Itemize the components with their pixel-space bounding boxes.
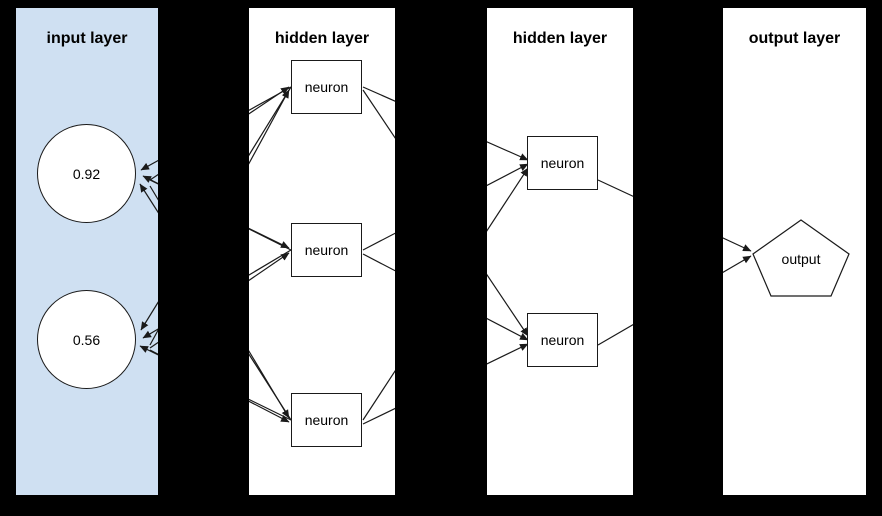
output-node-0-label: output	[781, 251, 821, 267]
output-node-0[interactable]: output	[751, 218, 851, 298]
layer-title-hidden2: hidden layer	[512, 30, 608, 47]
layer-title-hidden1: hidden layer	[274, 30, 370, 47]
hidden1-node-2-label: neuron	[304, 412, 349, 428]
hidden1-node-2[interactable]: neuron	[291, 393, 362, 447]
hidden1-node-1-label: neuron	[304, 242, 349, 258]
pentagon-shape	[752, 219, 850, 297]
layer-panel-input[interactable]: input layer	[16, 8, 158, 495]
hidden1-node-1[interactable]: neuron	[291, 223, 362, 277]
layer-title-input: input layer	[46, 30, 128, 47]
layer-title-output: output layer	[748, 30, 841, 47]
hidden1-node-0-label: neuron	[304, 79, 349, 95]
input-node-1[interactable]: 0.56	[37, 290, 136, 389]
hidden1-node-0[interactable]: neuron	[291, 60, 362, 114]
hidden2-node-0[interactable]: neuron	[527, 136, 598, 190]
input-node-1-label: 0.56	[72, 331, 101, 348]
input-node-0[interactable]: 0.92	[37, 124, 136, 223]
layer-panel-hidden2[interactable]: hidden layer	[487, 8, 633, 495]
input-node-0-label: 0.92	[72, 165, 101, 182]
hidden2-node-1[interactable]: neuron	[527, 313, 598, 367]
hidden2-node-0-label: neuron	[540, 155, 585, 171]
hidden2-node-1-label: neuron	[540, 332, 585, 348]
